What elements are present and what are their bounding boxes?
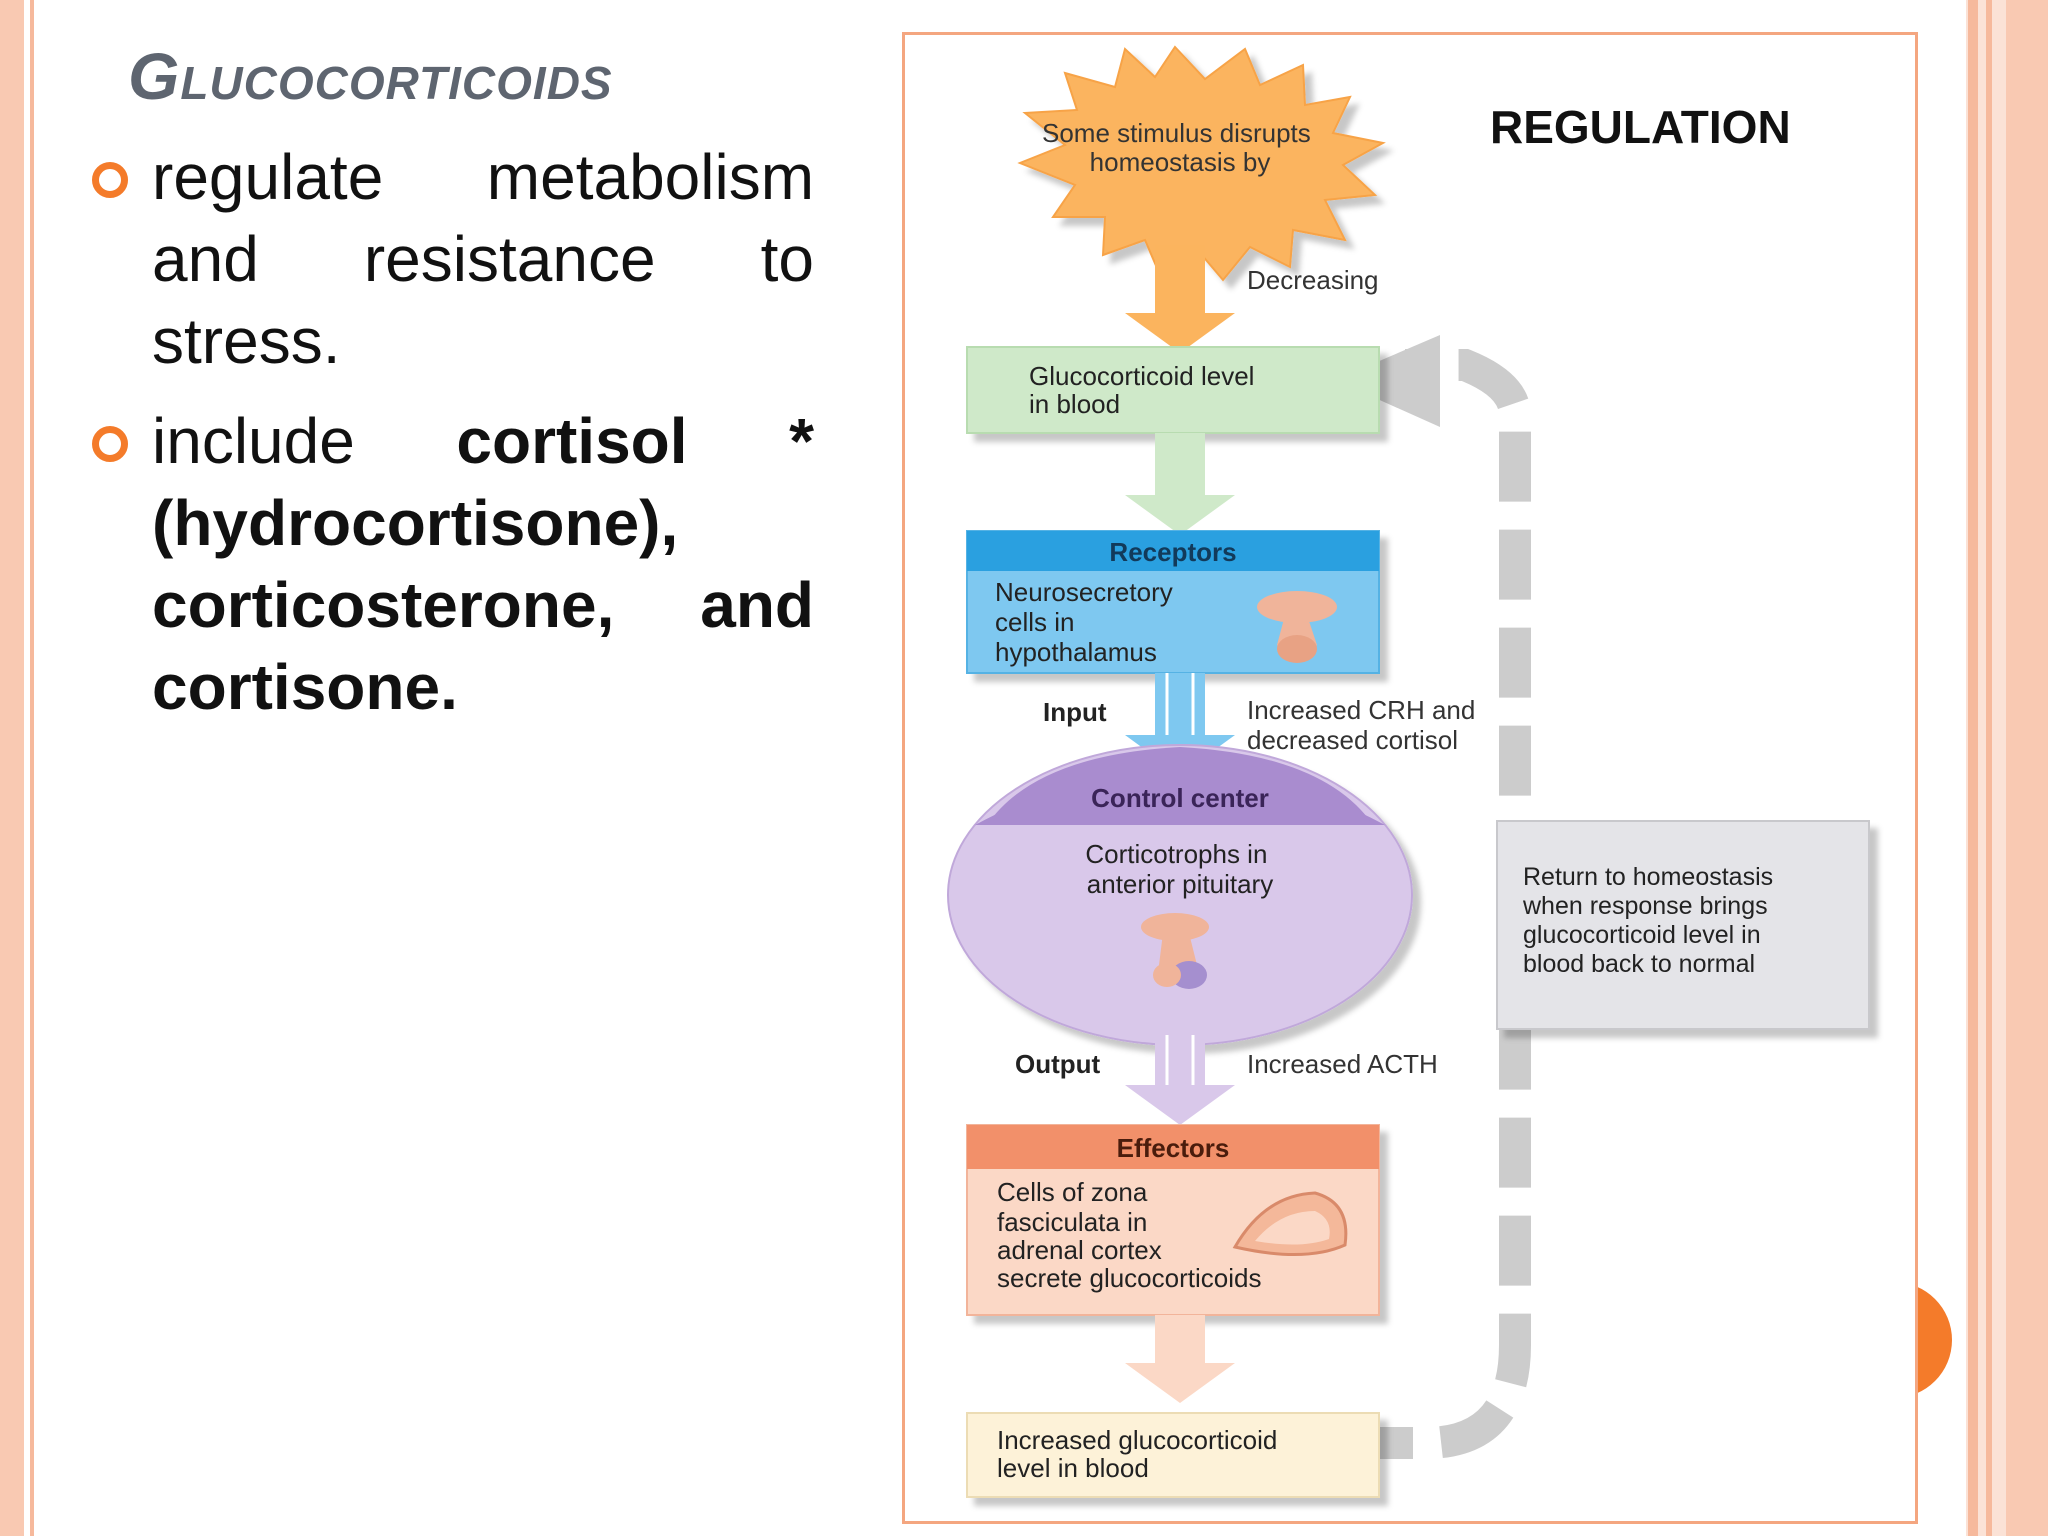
control-center-text: Corticotrophs in anterior pituitary — [1085, 839, 1274, 899]
increased-level-box — [966, 1412, 1380, 1498]
bullet-list: regulate metabolism and resistance to st… — [92, 136, 814, 746]
bullet-text-bold: cortisol *(hydrocortisone), corticostero… — [152, 405, 814, 723]
input-label: Input — [1043, 697, 1107, 727]
output-label: Output — [1015, 1049, 1101, 1079]
bullet-text: regulate metabolism and resistance to st… — [152, 141, 814, 377]
bullet-ring-icon — [92, 162, 128, 198]
bullet-text: include — [152, 405, 457, 477]
decreasing-label: Decreasing — [1247, 265, 1379, 295]
receptors-header — [967, 531, 1379, 571]
adrenal-gland-icon — [1232, 1191, 1348, 1257]
right-edge-stripe — [1968, 0, 1978, 1536]
bullet-item: regulate metabolism and resistance to st… — [92, 136, 814, 382]
regulation-heading: REGULATION — [1490, 101, 1791, 153]
bullet-ring-icon — [92, 426, 128, 462]
hypothalamus-icon — [1257, 591, 1337, 663]
left-edge-line — [30, 0, 34, 1536]
right-edge-stripe — [1986, 0, 1992, 1536]
feedback-loop-path — [1245, 349, 1531, 1459]
effectors-title: Effectors — [1117, 1133, 1230, 1163]
receptors-text: Neurosecretory cells in hypothalamus — [995, 577, 1180, 667]
slide-title: Glucocorticoids — [128, 39, 613, 113]
stimulus-text: Some stimulus disrupts homeostasis by — [1042, 118, 1318, 177]
effectors-text: Cells of zona fasciculata in adrenal cor… — [997, 1177, 1261, 1293]
arrow-effectors-to-response — [1125, 1315, 1235, 1403]
bullet-item: include cortisol *(hydrocortisone), cort… — [92, 400, 814, 728]
glucocorticoid-level-box — [966, 346, 1380, 434]
glucocorticoid-level-text: Glucocorticoid level in blood — [1029, 361, 1262, 419]
output-description: Increased ACTH — [1247, 1049, 1438, 1079]
arrow-output — [1125, 1035, 1235, 1125]
receptors-title: Receptors — [1109, 537, 1236, 567]
control-center-title: Control center — [1091, 783, 1269, 813]
diagram-frame: REGULATION Return to homeostasis when re… — [902, 32, 1918, 1524]
effectors-header — [967, 1125, 1379, 1169]
arrow-stimulus-to-level — [1125, 245, 1235, 353]
left-edge-decoration — [0, 0, 24, 1536]
arrow-level-to-receptors — [1125, 433, 1235, 535]
increased-level-text: Increased glucocorticoid level in blood — [997, 1425, 1285, 1483]
return-box — [1496, 820, 1870, 1030]
return-text: Return to homeostasis when response brin… — [1522, 863, 1780, 978]
input-description: Increased CRH and decreased cortisol — [1247, 695, 1483, 755]
pituitary-icon — [1141, 913, 1209, 989]
stimulus-starburst — [1017, 45, 1386, 282]
feedback-arrowhead — [1335, 335, 1440, 427]
right-edge-stripe — [2006, 0, 2048, 1536]
regulation-diagram: REGULATION Return to homeostasis when re… — [947, 45, 1870, 1498]
